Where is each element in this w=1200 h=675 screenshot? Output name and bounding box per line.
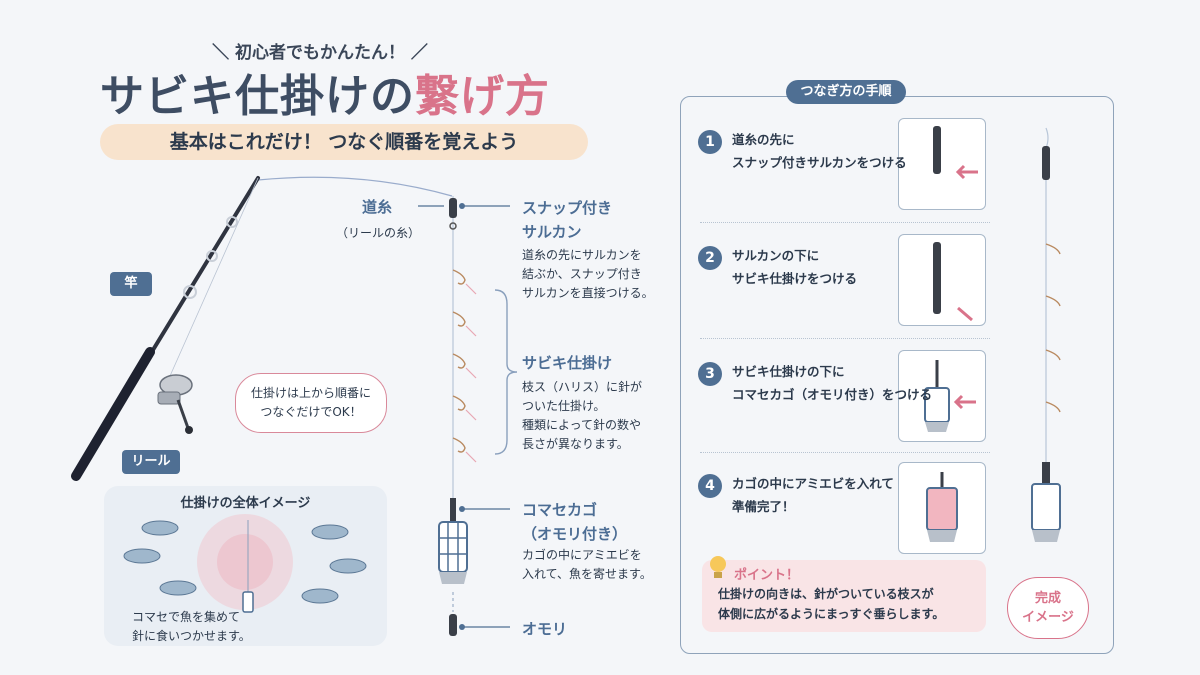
sabiki-desc: 枝ス（ハリス）に針が ついた仕掛け。 種類によって針の数や 長さが異なります。: [522, 378, 642, 454]
sabiki-skins: [465, 283, 477, 463]
sabiki-desc-line: 長さが異なります。: [522, 437, 629, 451]
tip-line: 仕掛けは上から順番に: [250, 386, 371, 400]
step4-art: [926, 472, 958, 542]
overview-caption-line: 針に食いつかせます。: [132, 629, 251, 643]
title-accent: 繋げ方: [415, 71, 550, 122]
sinker-label: オモリ: [522, 620, 568, 638]
tip-line: つなぐだけでOK！: [260, 405, 362, 419]
step-2-text: サルカンの下に サビキ仕掛けをつける: [732, 244, 857, 290]
done-line: イメージ: [1022, 610, 1074, 625]
snap-desc-line: 道糸の先にサルカンを: [522, 248, 642, 262]
snap-label-2: サルカン: [522, 223, 582, 241]
step1-art: [933, 126, 978, 180]
completed-rig: [1031, 127, 1061, 542]
point-line: 仕掛けの向きは、針がついている枝スが: [718, 587, 934, 601]
sabiki-label: サビキ仕掛け: [522, 354, 613, 372]
sabiki-desc-line: 種類によって針の数や: [522, 418, 642, 432]
step-line: スナップ付きサルカンをつける: [732, 155, 907, 170]
overview-caption: コマセで魚を集めて 針に食いつかせます。: [132, 608, 251, 646]
reel-label: リール: [122, 450, 180, 474]
done-bubble: 完成 イメージ: [1007, 577, 1089, 639]
overview-title: 仕掛けの全体イメージ: [180, 496, 311, 511]
sabiki-desc-line: ついた仕掛け。: [522, 399, 606, 413]
basket-label-2: （オモリ付き）: [522, 525, 628, 543]
step-line: 準備完了！: [732, 499, 795, 514]
step-line: サルカンの下に: [732, 248, 820, 263]
sabiki-brace: [494, 289, 518, 455]
subtitle: ＼ 初心者でもかんたん！ ／: [212, 43, 428, 63]
tagline: 基本はこれだけ！ つなぐ順番を覚えよう: [100, 124, 588, 160]
overview-caption-line: コマセで魚を集めて: [132, 610, 241, 624]
step-divider: [700, 452, 990, 453]
komase-basket: [438, 498, 468, 584]
line-label: 道糸: [362, 198, 393, 216]
step-line: カゴの中にアミエビを入れて: [732, 476, 894, 491]
point-title: ポイント！: [734, 568, 800, 583]
rod-illustration: [71, 176, 260, 481]
step-line: サビキ仕掛けをつける: [732, 271, 858, 286]
point-text: 仕掛けの向きは、針がついている枝スが 体側に広がるようにまっすぐ垂らします。: [718, 584, 944, 624]
step-line: サビキ仕掛けの下に: [732, 364, 845, 379]
snap-label: スナップ付き サルカン: [522, 196, 612, 244]
basket-desc-line: カゴの中にアミエビを: [522, 548, 642, 562]
basket-label: コマセカゴ （オモリ付き）: [522, 498, 627, 546]
step-number: 1: [698, 130, 722, 154]
steps-header: つなぎ方の手順: [786, 80, 906, 104]
step-1-text: 道糸の先に スナップ付きサルカンをつける: [732, 128, 907, 174]
sinker-swivel: [449, 614, 457, 636]
overview-scene: [123, 514, 367, 613]
sabiki-desc-line: 枝ス（ハリス）に針が: [522, 380, 643, 394]
step-3-text: サビキ仕掛けの下に コマセカゴ（オモリ付き）をつける: [732, 360, 932, 406]
main-line: [257, 176, 453, 197]
snap-desc: 道糸の先にサルカンを 結ぶか、スナップ付き サルカンを直接つける。: [522, 246, 654, 303]
rod-label: 竿: [110, 272, 152, 296]
reel-illustration: [157, 374, 193, 434]
step-line: コマセカゴ（オモリ付き）をつける: [732, 387, 933, 402]
point-line: 体側に広がるようにまっすぐ垂らします。: [718, 607, 945, 621]
step-number: 2: [698, 246, 722, 270]
swivel-center: [449, 198, 457, 230]
tip-bubble: 仕掛けは上から順番に つなぐだけでOK！: [235, 373, 387, 433]
step-4-text: カゴの中にアミエビを入れて 準備完了！: [732, 472, 894, 518]
step3-art: [924, 360, 976, 432]
page-title: サビキ仕掛けの繋げ方: [100, 60, 550, 124]
snap-desc-line: 結ぶか、スナップ付き: [522, 267, 642, 281]
basket-desc: カゴの中にアミエビを 入れて、魚を寄せます。: [522, 546, 652, 584]
line-sub: （リールの糸）: [336, 226, 421, 240]
snap-label-1: スナップ付き: [522, 199, 613, 217]
step-number: 4: [698, 474, 722, 498]
step-divider: [700, 222, 990, 223]
title-main: サビキ仕掛けの: [100, 71, 415, 122]
step2-art: [933, 242, 973, 322]
basket-label-1: コマセカゴ: [522, 501, 598, 519]
sabiki-hooks: [452, 269, 466, 453]
step-divider: [700, 338, 990, 339]
step-line: 道糸の先に: [732, 132, 795, 147]
done-line: 完成: [1034, 591, 1061, 606]
lightbulb-icon: [710, 556, 726, 578]
basket-desc-line: 入れて、魚を寄せます。: [522, 567, 652, 581]
snap-desc-line: サルカンを直接つける。: [522, 286, 654, 300]
step-number: 3: [698, 362, 722, 386]
